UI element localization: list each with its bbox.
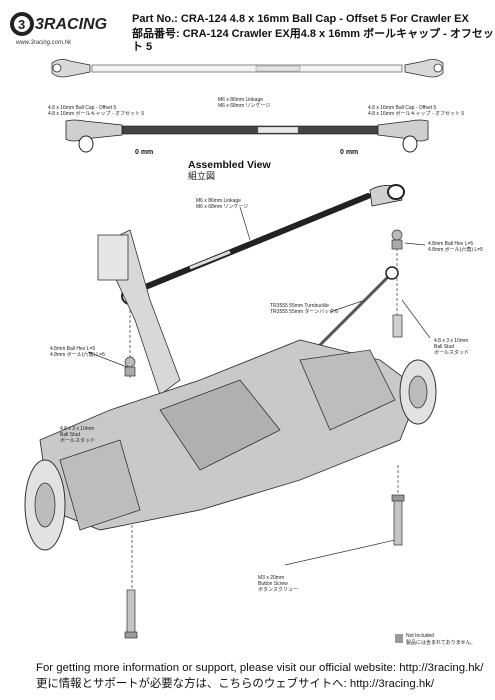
label-turnbuckle-en: TR3555 55mm Turnbuckle — [270, 303, 329, 309]
wheel-hub-left — [24, 459, 66, 551]
logo-graphic: 3 3RACING www.3racing.com.hk — [10, 12, 107, 46]
label-stud-left-jp: ボールスタッド — [60, 438, 96, 444]
ball-hex-right — [391, 229, 403, 250]
servo-linkage — [121, 184, 405, 305]
legend-not-included-jp: 製品には含まれておりません。 — [406, 640, 476, 646]
ball-stud-right — [392, 314, 403, 338]
wheel-hub-right — [399, 359, 437, 425]
label-cap-left-en: 4.8 x 16mm Ball Cap - Offset 5 — [48, 105, 117, 111]
logo-wordmark: 3RACING — [35, 16, 107, 33]
footer-en: For getting more information or support,… — [36, 662, 484, 674]
label-linkage-jp: M6 x 68mm リンケージ — [218, 103, 271, 109]
footer-jp: 更に情報とサポートが必要な方は、こちらのウェブサイトへ: http://3rac… — [36, 678, 435, 690]
logo-site: www.3racing.com.hk — [16, 40, 72, 46]
label-assembled-linkage-jp: M6 x 68mm リンケージ — [196, 204, 249, 210]
ball-cap-top-right — [404, 59, 444, 78]
steering-servo — [97, 229, 181, 396]
label-linkage-en: M6 x 86mm Linkage — [218, 97, 264, 103]
logo-digit: 3 — [18, 17, 25, 32]
not-included-swatch — [395, 634, 403, 643]
label-stud-left-size: 4.8 x 3 x 10mm — [60, 426, 95, 432]
label-screw-size: M3 x 20mm — [258, 575, 285, 581]
axle-assembly — [39, 339, 421, 531]
title-en: Part No.: CRA-124 4.8 x 16mm Ball Cap - … — [132, 13, 469, 25]
loose-linkage — [91, 64, 403, 73]
ball-cap-top-left — [51, 59, 91, 78]
legend-not-included-en: Not Included — [406, 633, 435, 639]
label-hex-left-jp: 4.8mm ボール(六角) L=5 — [50, 352, 105, 358]
label-screw-jp: ボタンスクリュー — [258, 587, 298, 593]
assembled-view-subtitle: 組立図 — [188, 171, 216, 181]
label-hex-left-en: 4.8mm Ball Hex L=5 — [50, 346, 96, 352]
label-hex-right-en: 4.8mm Ball Hex L=5 — [428, 241, 474, 247]
assembled-linkage — [65, 119, 429, 153]
label-screw-en: Button Screw — [258, 581, 288, 587]
offset-left-mm: 0 mm — [135, 149, 154, 156]
label-turnbuckle-jp: TR3555 55mm ターンバックル — [270, 309, 340, 315]
offset-right-mm: 0 mm — [340, 149, 359, 156]
parts-diagram — [51, 59, 444, 153]
screw-right — [391, 494, 405, 546]
ball-hex-left — [124, 356, 136, 377]
label-hex-right-jp: 4.8mm ボール(六角) L=5 — [428, 247, 483, 253]
label-cap-right-en: 4.8 x 16mm Ball Cap - Offset 5 — [368, 105, 437, 111]
label-cap-left-jp: 4.8 x 16mm ボールキャップ - オフセット 5 — [48, 111, 145, 117]
assembly-diagram — [24, 184, 437, 639]
label-assembled-linkage-en: M6 x 86mm Linkage — [196, 198, 242, 204]
brand-logo: 3 3RACING www.3racing.com.hk — [8, 10, 133, 48]
label-stud-right-size: 4.8 x 3 x 10mm — [434, 338, 469, 344]
label-stud-left-en: Ball Stud — [60, 432, 81, 438]
assembled-view-title: Assembled View — [188, 159, 271, 171]
label-stud-right-jp: ボールスタッド — [434, 350, 470, 356]
label-cap-right-jp: 4.8 x 16mm ボールキャップ - オフセット 5 — [368, 111, 465, 117]
screw-left — [124, 589, 138, 639]
label-stud-right-en: Ball Stud — [434, 344, 455, 350]
title-jp: 部品番号: CRA-124 Crawler EX用4.8 x 16mm ボールキ… — [132, 28, 494, 53]
